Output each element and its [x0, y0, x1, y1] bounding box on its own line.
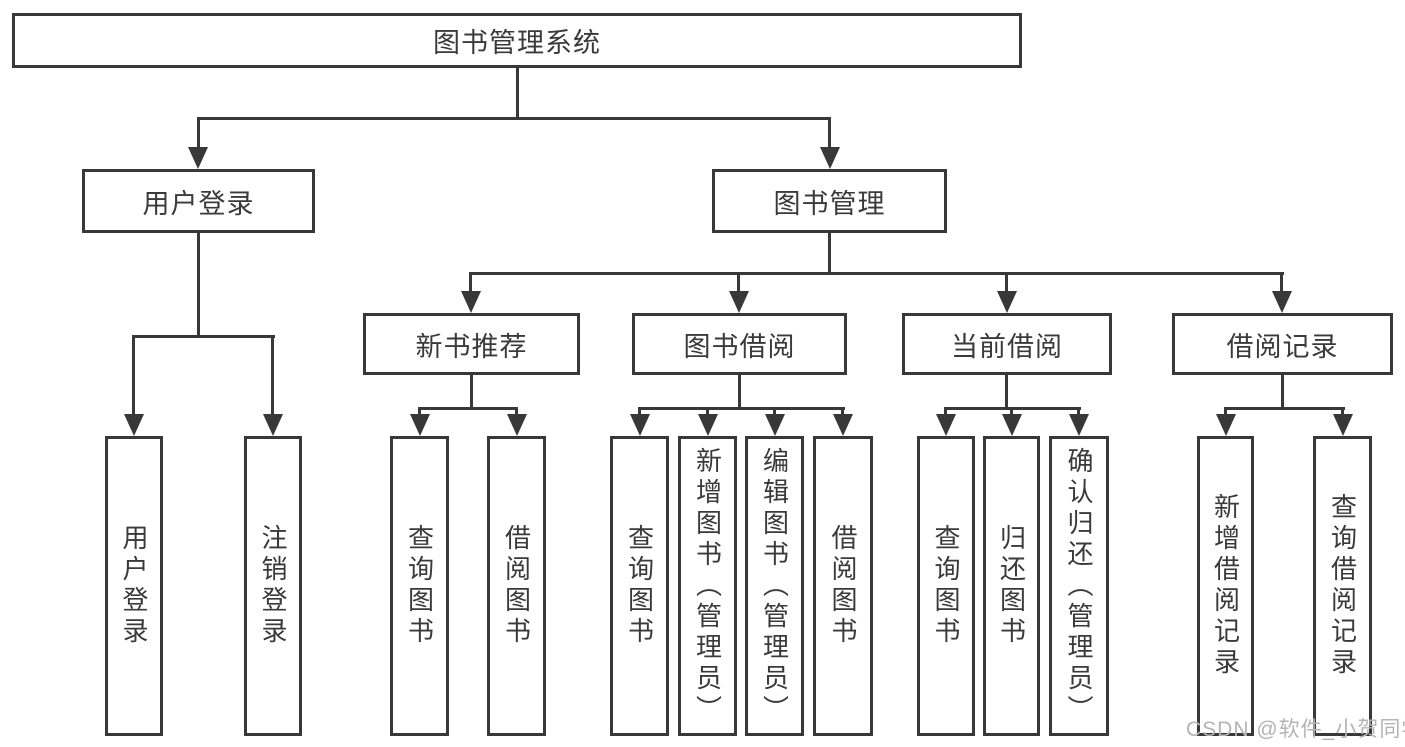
connector-borrow-records-branch	[1224, 407, 1345, 410]
connector-to-user-login	[197, 117, 200, 147]
connector-to-leaf	[944, 407, 947, 416]
arrow-down-icon	[263, 414, 283, 436]
leaf-label: 借阅图书	[828, 524, 858, 648]
arrow-down-icon	[1333, 414, 1353, 436]
node-label: 图书管理	[773, 188, 886, 219]
connector-to-current-borrow	[1005, 272, 1008, 291]
leaf-label: 借阅图书	[501, 524, 532, 648]
node-label: 图书管理系统	[433, 28, 601, 58]
leaf-label: 查询图书	[404, 524, 435, 648]
connector-borrow-records-stem	[1281, 375, 1284, 409]
leaf-label: 查询借阅记录	[1327, 493, 1358, 679]
arrow-down-icon	[833, 414, 853, 436]
arrow-down-icon	[410, 414, 430, 436]
leaf-label: 编辑图书（管理员）	[759, 446, 790, 726]
connector-root-stem	[516, 68, 519, 118]
leaf-logout: 注销登录	[244, 436, 302, 736]
node-label: 新书推荐	[415, 331, 528, 362]
node-label: 图书借阅	[683, 331, 796, 362]
arrow-down-icon	[698, 414, 718, 436]
connector-user-login-stem	[197, 233, 200, 337]
connector-new-book-stem	[470, 375, 473, 409]
leaf-edit-books-admin: 编辑图书（管理员）	[745, 436, 804, 736]
connector-to-leaf	[773, 407, 776, 416]
connector-book-borrow-branch	[638, 407, 845, 410]
node-new-book-recommend: 新书推荐	[363, 313, 580, 375]
connector-to-leaf	[706, 407, 709, 416]
arrow-down-icon	[936, 414, 956, 436]
leaf-label: 注销登录	[258, 524, 288, 648]
leaf-borrow-books: 借阅图书	[813, 436, 873, 736]
connector-to-book-management	[828, 117, 831, 147]
leaf-add-books-admin: 新增图书（管理员）	[678, 436, 737, 736]
leaf-user-login: 用户登录	[105, 436, 163, 736]
arrow-down-icon	[1002, 414, 1022, 436]
node-book-management: 图书管理	[712, 169, 947, 233]
leaf-query-borrow-record: 查询借阅记录	[1313, 436, 1372, 736]
arrow-down-icon	[630, 414, 650, 436]
node-label: 用户登录	[142, 188, 255, 219]
arrow-down-icon	[507, 414, 527, 436]
leaf-label: 查询图书	[931, 524, 961, 648]
arrow-down-icon	[1069, 414, 1089, 436]
arrow-down-icon	[1272, 291, 1292, 313]
connector-to-leaf	[638, 407, 641, 416]
connector-new-book-branch	[418, 407, 518, 410]
node-label: 当前借阅	[951, 331, 1063, 362]
connector-to-leaf	[1077, 407, 1080, 416]
connector-to-new-book	[469, 272, 472, 291]
arrow-down-icon	[188, 147, 208, 169]
connector-to-leaf	[418, 407, 421, 416]
node-label: 借阅记录	[1226, 331, 1339, 362]
arrow-down-icon	[124, 414, 144, 436]
node-user-login: 用户登录	[82, 169, 315, 233]
leaf-label: 新增图书（管理员）	[692, 446, 723, 726]
arrow-down-icon	[461, 291, 481, 313]
arrow-down-icon	[820, 147, 840, 169]
leaf-add-borrow-record: 新增借阅记录	[1197, 436, 1254, 736]
connector-to-borrow-records	[1280, 272, 1283, 291]
leaf-return-books: 归还图书	[983, 436, 1040, 736]
leaf-label: 用户登录	[119, 524, 149, 648]
leaf-query-books-borrow: 查询图书	[610, 436, 669, 736]
connector-user-login-branch	[132, 335, 275, 338]
arrow-down-icon	[729, 291, 749, 313]
leaf-label: 归还图书	[996, 524, 1027, 648]
connector-book-management-branch	[469, 272, 1284, 275]
connector-to-leaf	[1341, 407, 1344, 416]
connector-to-leaf	[1010, 407, 1013, 416]
connector-current-borrow-stem	[1005, 375, 1008, 409]
connector-to-leaf	[515, 407, 518, 416]
arrow-down-icon	[997, 291, 1017, 313]
leaf-confirm-return-admin: 确认归还（管理员）	[1049, 436, 1109, 736]
connector-to-book-borrow	[737, 272, 740, 291]
connector-book-borrow-stem	[738, 375, 741, 409]
connector-to-leaf	[271, 335, 274, 414]
leaf-borrow-books-recommend: 借阅图书	[487, 436, 546, 736]
leaf-label: 新增借阅记录	[1210, 493, 1241, 679]
connector-to-leaf	[132, 335, 135, 414]
connector-root-branch	[197, 117, 831, 120]
node-book-borrow: 图书借阅	[632, 313, 847, 375]
connector-to-leaf	[1224, 407, 1227, 416]
csdn-watermark: CSDN @软件_小贺同学	[1186, 718, 1405, 741]
node-current-borrow: 当前借阅	[902, 313, 1112, 375]
leaf-query-books-recommend: 查询图书	[390, 436, 449, 736]
leaf-label: 查询图书	[624, 524, 655, 648]
leaf-label: 确认归还（管理员）	[1064, 446, 1094, 726]
node-library-management-system: 图书管理系统	[12, 13, 1022, 68]
arrow-down-icon	[1216, 414, 1236, 436]
connector-book-management-stem	[828, 233, 831, 274]
leaf-query-books-current: 查询图书	[917, 436, 975, 736]
arrow-down-icon	[765, 414, 785, 436]
node-borrow-records: 借阅记录	[1172, 313, 1393, 375]
connector-to-leaf	[841, 407, 844, 416]
